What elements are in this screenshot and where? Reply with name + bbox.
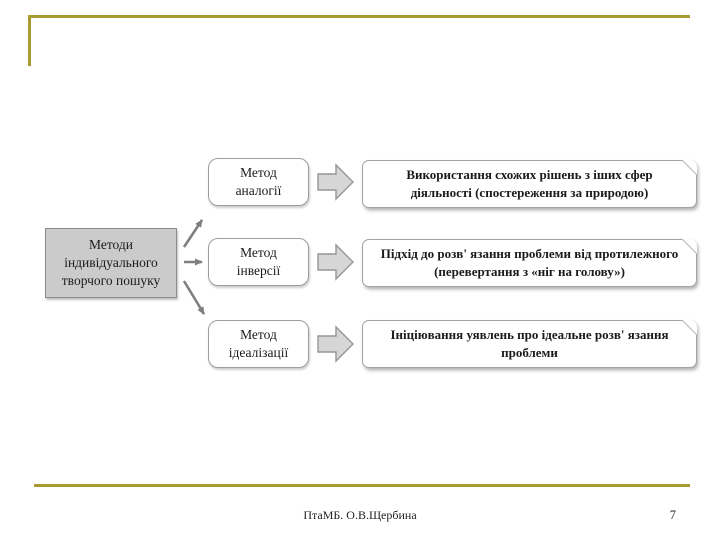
method-box-idealization: Метод ідеалізації [208, 320, 309, 368]
block-arrow-row2-icon [317, 243, 354, 281]
description-text: Підхід до розв' язання проблеми від прот… [380, 246, 679, 279]
block-arrow-row1-icon [317, 163, 354, 201]
connector-arrow-up-icon [182, 219, 204, 248]
description-text: Використання схожих рішень з іших сфер д… [406, 167, 653, 200]
slide-page-number: 7 [669, 508, 676, 522]
method-label: Метод ідеалізації [228, 327, 289, 360]
connector-arrow-down-icon [182, 280, 206, 315]
method-box-analogy: Метод аналогії [208, 158, 309, 206]
method-label: Метод інверсії [236, 245, 281, 278]
method-label: Метод аналогії [235, 165, 282, 198]
block-arrow-row3-icon [317, 325, 354, 363]
footer-rule [34, 484, 690, 487]
title-placeholder-top-rule [28, 15, 690, 18]
footer-author-text: ПтаМБ. О.В.Щербина [303, 508, 417, 522]
root-methods-label: Методи індивідуального творчого пошуку [61, 236, 161, 289]
root-methods-box: Методи індивідуального творчого пошуку [45, 228, 177, 298]
description-box-analogy: Використання схожих рішень з іших сфер д… [362, 160, 697, 208]
description-box-idealization: Ініціювання уявлень про ідеальне розв' я… [362, 320, 697, 368]
method-box-inversion: Метод інверсії [208, 238, 309, 286]
description-text: Ініціювання уявлень про ідеальне розв' я… [390, 327, 669, 360]
description-box-inversion: Підхід до розв' язання проблеми від прот… [362, 239, 697, 287]
title-placeholder-left-rule [28, 15, 31, 66]
